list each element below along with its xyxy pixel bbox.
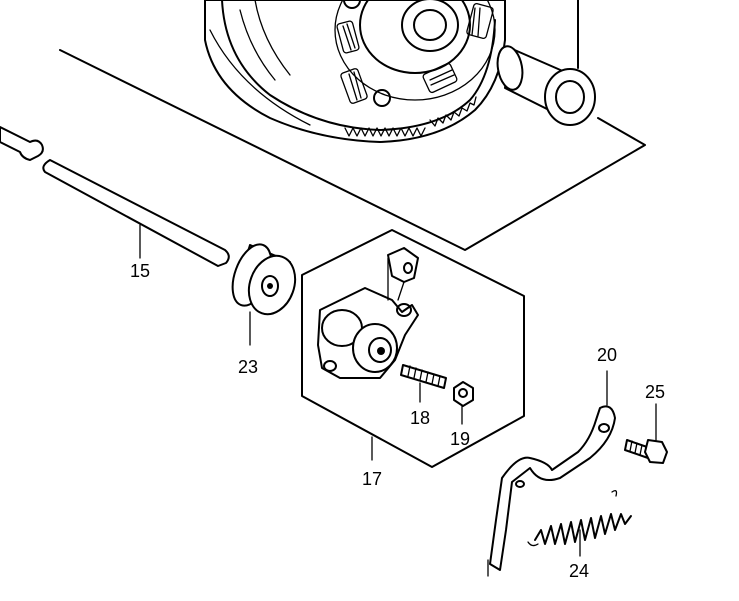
callout-18: 18	[410, 408, 430, 428]
callout-15: 15	[130, 261, 150, 281]
clutch-assembly-outline	[59, 49, 646, 251]
part-17-assembly-outline: 17	[301, 229, 525, 489]
callout-20: 20	[597, 345, 617, 365]
part-17-bracket	[317, 247, 419, 379]
callout-19: 19	[450, 429, 470, 449]
part-20-lever: 20	[487, 345, 617, 577]
part-19-hex-nut: 19	[450, 381, 474, 449]
callout-25: 25	[645, 382, 665, 402]
clutch-sleeve	[496, 0, 596, 126]
part-24-spring: 24	[527, 490, 632, 581]
part-15-shaft: 15	[0, 126, 230, 281]
callout-17: 17	[362, 469, 382, 489]
callout-23: 23	[238, 357, 258, 377]
clutch-gear-assembly	[204, 0, 506, 143]
part-23-bearing: 23	[231, 243, 297, 377]
callout-24: 24	[569, 561, 589, 581]
part-18-adjuster-bolt: 18	[400, 364, 447, 428]
part-25-bolt: 25	[624, 382, 668, 464]
